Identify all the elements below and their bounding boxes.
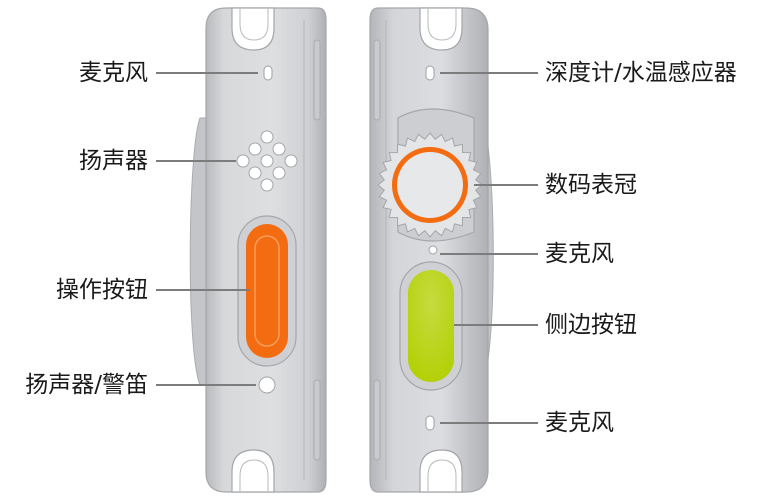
action-button[interactable] [246,224,288,358]
right-edge-slot-bottom [373,379,381,461]
label-mic-right-bottom: 麦克风 [545,410,614,436]
label-speaker-siren: 扬声器/警笛 [25,372,148,398]
right-lug-bottom [419,449,463,493]
right-mic-hole [428,245,438,255]
left-lug-bottom [231,449,275,493]
speaker-grille [236,130,298,192]
digital-crown[interactable] [377,132,483,238]
right-watch-body [369,7,494,493]
right-lug-top [419,7,463,51]
leader-lines [156,72,538,424]
left-edge-slot-top [313,39,321,121]
label-side-button: 侧边按钮 [545,312,637,338]
crown-face [397,152,463,218]
right-bottom-mic-hole [425,415,435,431]
label-speaker: 扬声器 [79,148,148,174]
depth-gauge-port [425,65,435,81]
left-lug-top [231,7,275,51]
left-mic-hole [263,65,273,81]
side-button-shine [408,270,454,382]
label-depth-gauge: 深度计/水温感应器 [545,60,737,86]
left-lug-bottom-inner [239,459,269,492]
action-button-ridge [254,235,280,347]
siren-port [258,376,276,394]
label-mic-left: 麦克风 [79,60,148,86]
label-action-button: 操作按钮 [56,277,148,303]
left-watch-body [189,7,327,493]
right-lug-bottom-inner [427,459,457,492]
label-digital-crown: 数码表冠 [545,172,637,198]
label-mic-right-top: 麦克风 [545,241,614,267]
left-lug-top-inner [239,8,269,41]
right-lug-top-inner [427,8,457,41]
left-edge-slot-bottom [313,379,321,461]
right-edge-slot-top [373,39,381,121]
